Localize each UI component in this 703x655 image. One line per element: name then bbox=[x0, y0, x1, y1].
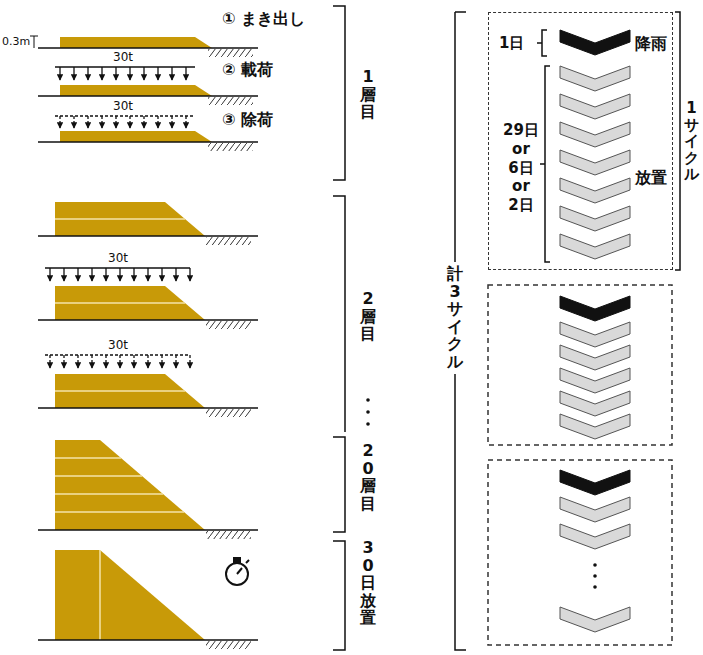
load-label: 30t bbox=[108, 251, 128, 265]
chevron bbox=[560, 524, 630, 549]
chevron bbox=[560, 391, 630, 416]
chevron bbox=[560, 470, 630, 495]
load-row bbox=[55, 116, 195, 128]
chevron bbox=[560, 345, 630, 370]
layer-label: 1層目 bbox=[360, 68, 376, 121]
load-label: 30t bbox=[113, 99, 133, 113]
chevron bbox=[560, 368, 630, 393]
chevron bbox=[560, 497, 630, 522]
chevron bbox=[560, 414, 630, 439]
layer-label: 30日放置 bbox=[360, 539, 376, 627]
step-label: ② 載荷 bbox=[222, 60, 273, 81]
duration-label: 29日 or 6日 or 2日 bbox=[503, 121, 539, 215]
stopwatch-icon bbox=[226, 558, 249, 585]
chevron bbox=[560, 66, 630, 91]
chevron bbox=[560, 296, 630, 321]
embankment-full bbox=[38, 550, 258, 649]
step-label: ① まき出し bbox=[222, 9, 305, 30]
load-label: 30t bbox=[113, 50, 133, 64]
step-label: ③ 除荷 bbox=[222, 110, 273, 131]
embankment-full bbox=[38, 440, 258, 539]
chevron bbox=[560, 30, 630, 55]
brace bbox=[537, 30, 550, 262]
load-arrows bbox=[45, 67, 195, 368]
event-label: 放置 bbox=[635, 168, 667, 189]
cycle-box: 1日 降雨 29日 or 6日 or 2日放置 bbox=[488, 12, 673, 270]
chevron bbox=[560, 234, 630, 259]
chevron-stack bbox=[560, 30, 630, 632]
chevron bbox=[560, 94, 630, 119]
load-row bbox=[45, 355, 190, 368]
embankment-step bbox=[30, 36, 258, 151]
event-label: 降雨 bbox=[635, 34, 667, 55]
duration-label: 1日 bbox=[499, 34, 524, 53]
cycle-box bbox=[488, 460, 672, 645]
chevron bbox=[560, 607, 630, 632]
cycle-label: 1サイクル bbox=[684, 100, 699, 183]
chevron bbox=[560, 206, 630, 231]
chevron bbox=[560, 178, 630, 203]
cycle-total-label: 計3サイクル bbox=[447, 262, 463, 374]
cycle-box bbox=[488, 285, 672, 445]
bracket bbox=[333, 6, 680, 650]
chevron bbox=[560, 150, 630, 175]
embankment-step bbox=[38, 202, 258, 417]
load-label: 30t bbox=[108, 338, 128, 352]
load-row bbox=[55, 67, 195, 80]
layer-label: 2層目 bbox=[360, 290, 376, 343]
dimension-label: 0.3m bbox=[2, 35, 30, 48]
chevron bbox=[560, 322, 630, 347]
layer-label: 20層目 bbox=[360, 442, 376, 512]
chevron bbox=[560, 122, 630, 147]
load-row bbox=[45, 268, 190, 281]
